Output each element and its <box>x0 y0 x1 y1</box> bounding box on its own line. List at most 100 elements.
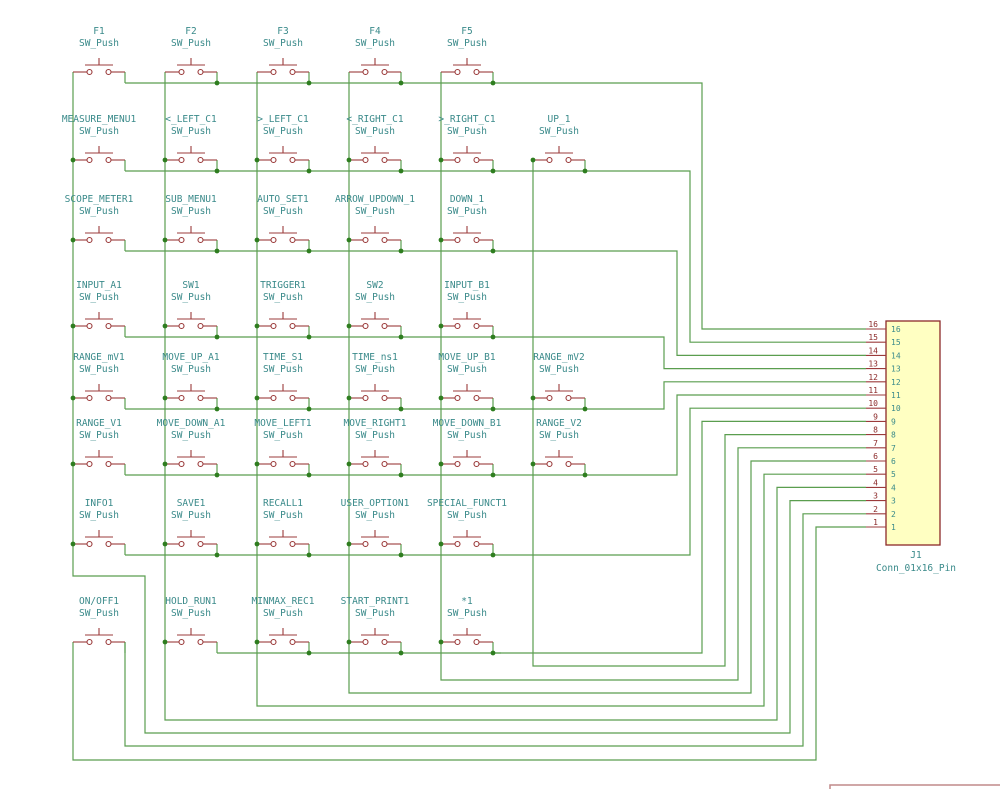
row-bus <box>125 170 866 343</box>
junction-dot <box>346 157 352 163</box>
switch-down-1[interactable]: DOWN_1SW_Push <box>441 194 493 244</box>
connector-pin-number: 2 <box>873 505 878 514</box>
switch-contact-left <box>86 236 93 244</box>
switch-contact-left <box>86 394 93 402</box>
connector-body[interactable] <box>885 320 941 546</box>
switch-reference: SW2 <box>366 280 383 291</box>
switch--1[interactable]: *1SW_Push <box>441 596 493 646</box>
switch-contact-left <box>362 68 369 76</box>
switch-contact-right <box>105 68 112 76</box>
junction-dot <box>214 334 220 340</box>
switch-contact-left <box>270 156 277 164</box>
switch-reference: MEASURE_MENU1 <box>62 114 137 125</box>
switch-contact-right <box>105 638 112 646</box>
switch-contact-right <box>105 394 112 402</box>
switch-reference: SCOPE_METER1 <box>65 194 134 205</box>
junction-dot <box>582 406 588 412</box>
switch-contact-left <box>454 236 461 244</box>
switch-up-1[interactable]: UP_1SW_Push <box>533 114 585 164</box>
connector-pin-name: 16 <box>891 325 901 334</box>
connector-pin-name: 4 <box>891 483 896 492</box>
switch-value: SW_Push <box>263 430 303 441</box>
switch-reference: INPUT_A1 <box>76 280 122 291</box>
switch-contact-left <box>454 394 461 402</box>
connector-value: Conn_01x16_Pin <box>876 563 956 574</box>
switch-contact-right <box>197 156 204 164</box>
connector-j1[interactable]: 1616151514141313121211111010998877665544… <box>866 320 956 574</box>
switch-reference: MOVE_UP_A1 <box>162 352 219 363</box>
switch-contact-left <box>362 236 369 244</box>
switch-arrow-updown-1[interactable]: ARROW_UPDOWN_1SW_Push <box>335 194 415 244</box>
switch-reference: USER_OPTION1 <box>341 498 410 509</box>
junction-dot <box>398 650 404 656</box>
switch-reference: START_PRINT1 <box>341 596 410 607</box>
switch-value: SW_Push <box>263 292 303 303</box>
row-bus <box>125 250 866 356</box>
switch-contact-left <box>454 322 461 330</box>
connector-pin-number: 7 <box>873 439 878 448</box>
junction-dot <box>438 541 444 547</box>
switch-reference: F3 <box>277 26 288 37</box>
switch-contact-right <box>197 460 204 468</box>
title-block-frame <box>829 784 1000 789</box>
switch-value: SW_Push <box>447 510 487 521</box>
switch-contact-left <box>270 394 277 402</box>
column-line <box>256 72 866 707</box>
connector-pin-number: 11 <box>868 386 878 395</box>
connector-pin-name: 9 <box>891 417 896 426</box>
row-bus <box>125 381 866 410</box>
switch-contact-left <box>86 540 93 548</box>
junction-dot <box>254 323 260 329</box>
connector-pin-number: 13 <box>868 360 878 369</box>
switch-contact-right <box>381 540 388 548</box>
switch-contact-left <box>270 540 277 548</box>
switch-contact-right <box>473 156 480 164</box>
switch-contact-right <box>197 236 204 244</box>
switch-contact-left <box>86 156 93 164</box>
switch-reference: DOWN_1 <box>450 194 485 205</box>
switch-contact-right <box>565 460 572 468</box>
switch-contact-left <box>546 394 553 402</box>
junction-dot <box>346 237 352 243</box>
